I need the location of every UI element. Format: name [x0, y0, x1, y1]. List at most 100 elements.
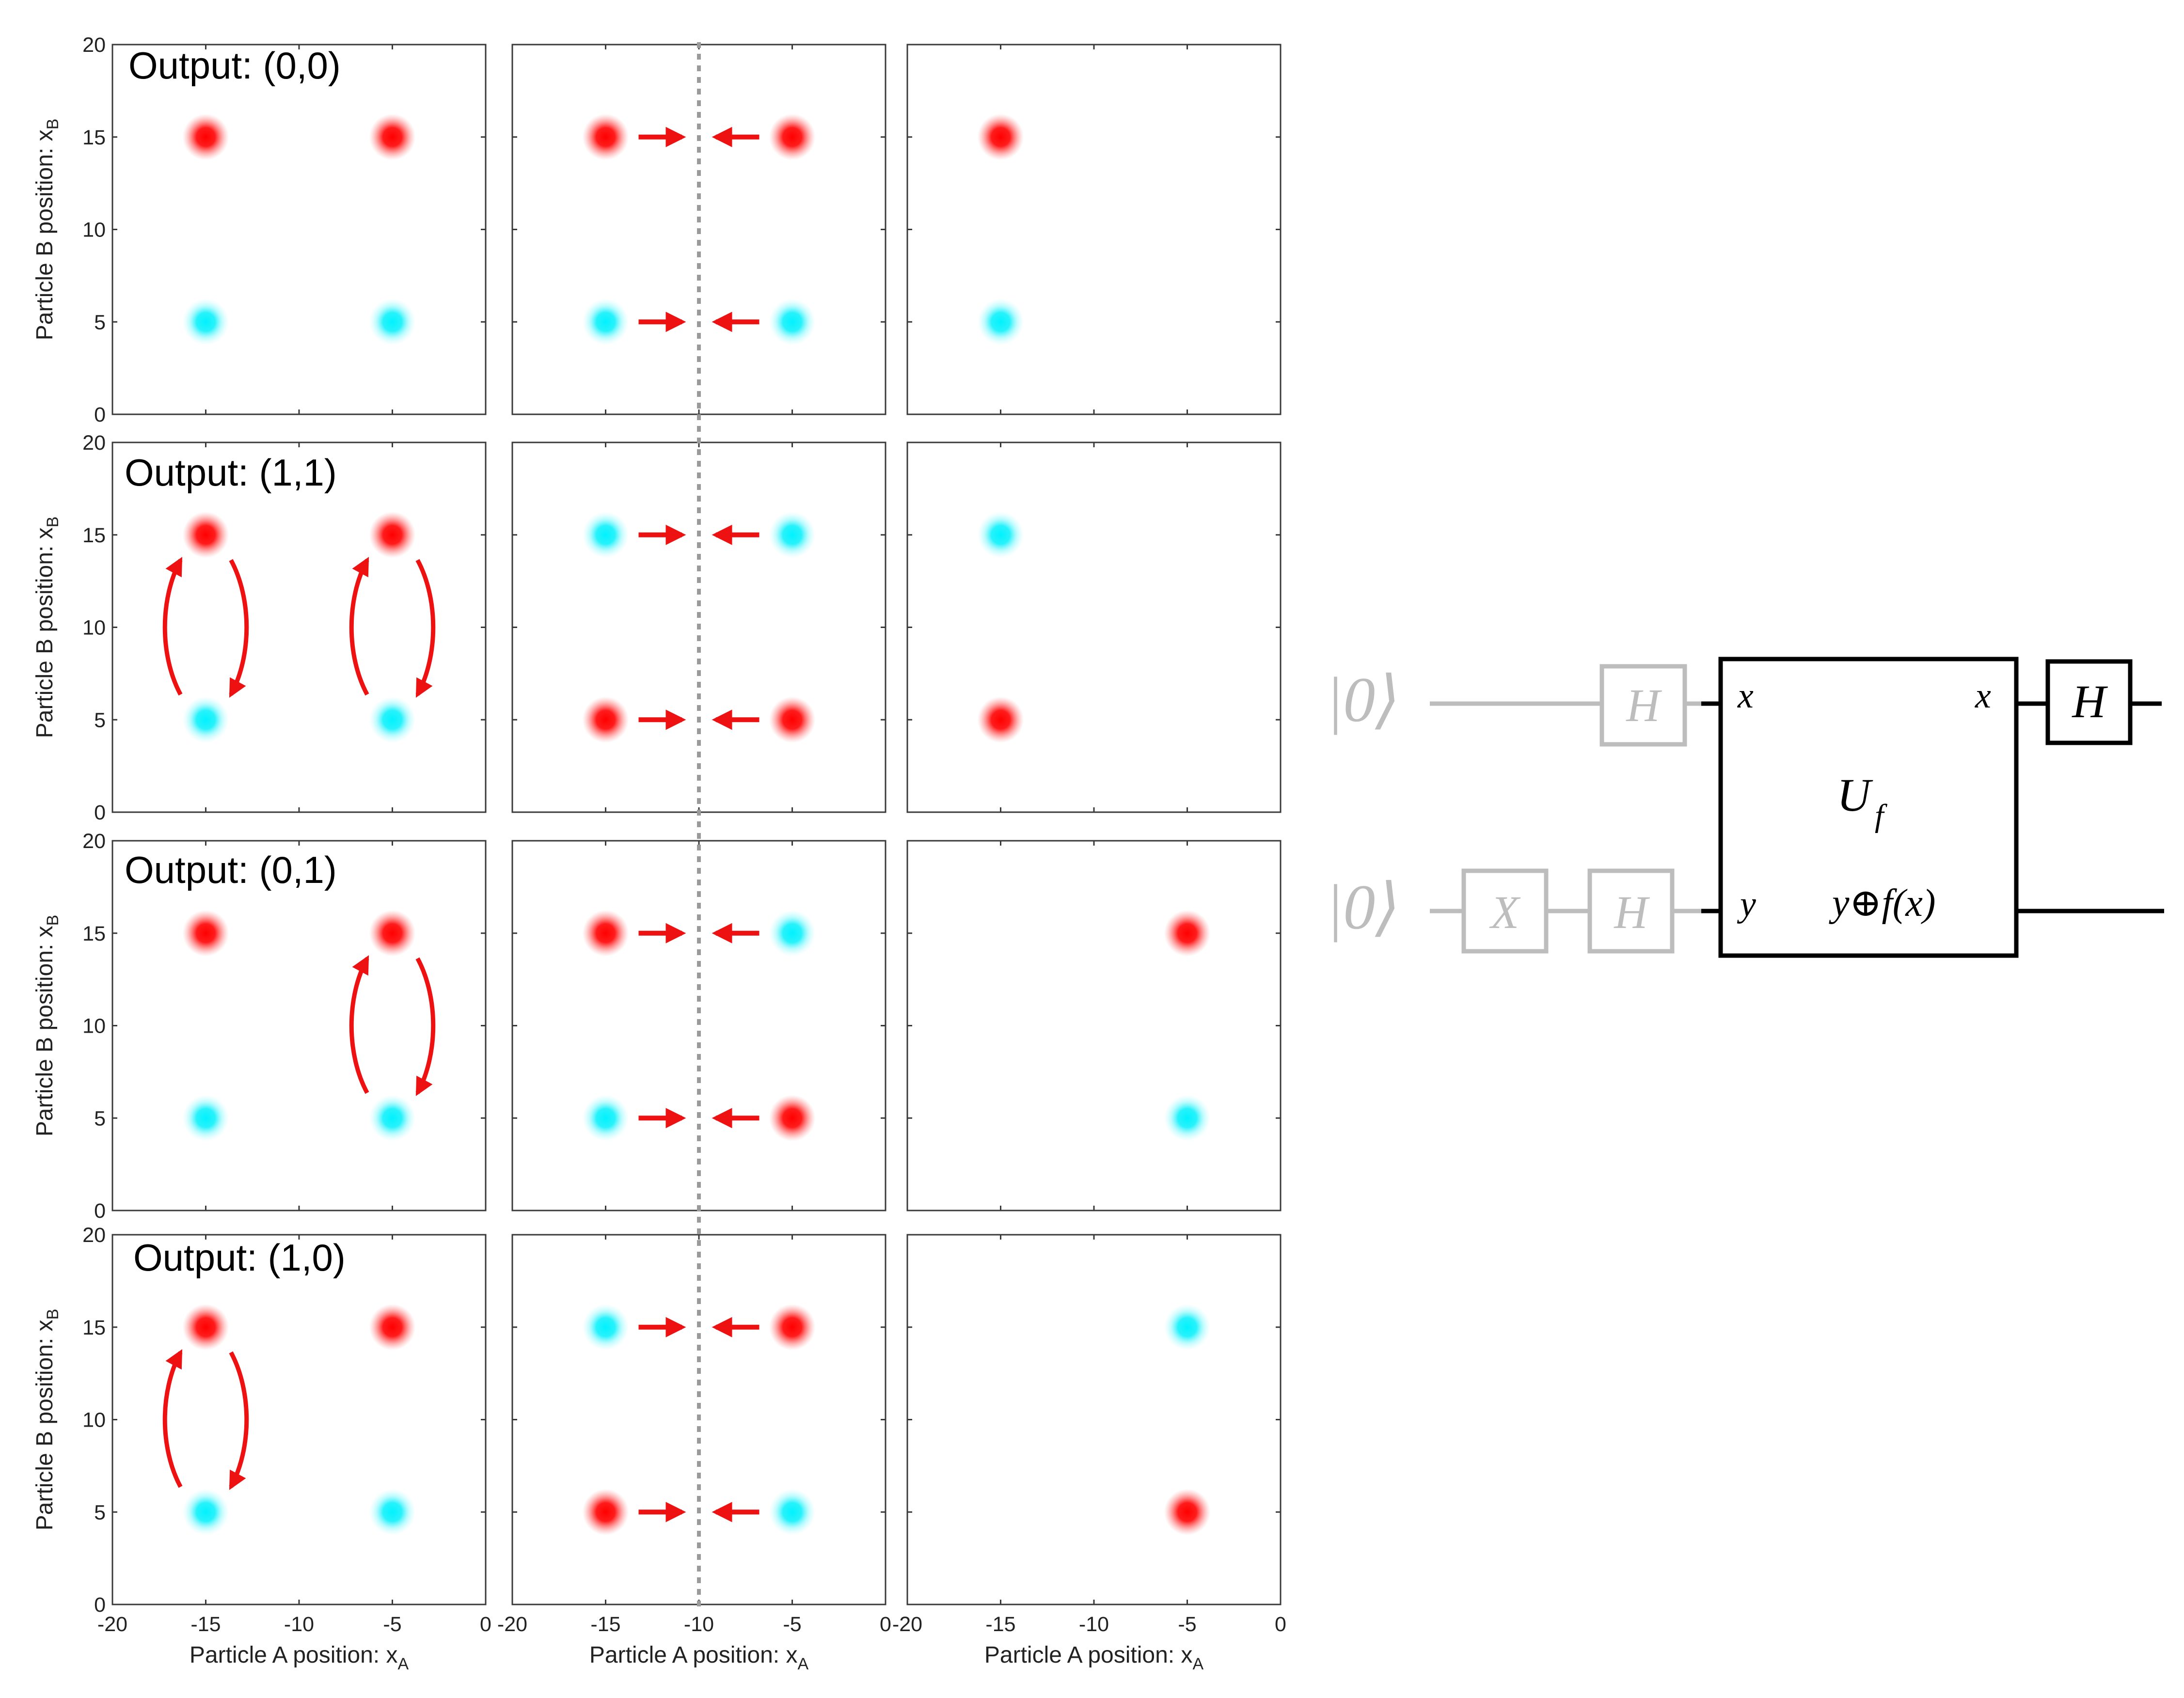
y-tick-label: 20	[82, 431, 106, 455]
ket-x-input: |0⟩	[1326, 664, 1400, 735]
x-tick-label: -15	[190, 1613, 221, 1636]
x-tick-label: -10	[684, 1613, 714, 1636]
gate-x-y-input-label: X	[1489, 886, 1521, 938]
swap-arc-down	[229, 559, 249, 698]
cyan-particle-spot	[977, 299, 1024, 346]
cyan-particle-spot	[369, 696, 416, 743]
panel-r3-c1	[111, 840, 487, 1211]
red-particle-spot	[582, 1489, 629, 1536]
panels-layer	[111, 44, 1282, 1605]
y-tick-label: 15	[82, 922, 106, 945]
y-axis-label: Particle B position: xB	[32, 119, 62, 341]
y-axis-label: Particle B position: xB	[32, 1309, 62, 1531]
red-particle-spot	[977, 113, 1024, 160]
panel-r3-c3	[906, 840, 1282, 1211]
red-particle-spot	[182, 511, 229, 558]
cyan-particle-spot	[582, 511, 629, 558]
panel-r4-c3	[906, 1234, 1282, 1605]
red-particle-spot	[769, 1095, 816, 1142]
x-tick-label: 0	[480, 1613, 491, 1636]
cyan-particle-spot	[769, 299, 816, 346]
x-axis-label: Particle A position: xA	[589, 1642, 809, 1673]
y-tick-label: 15	[82, 524, 106, 547]
cyan-particle-spot	[769, 910, 816, 957]
panel-r1-c1	[111, 44, 487, 415]
y-tick-label: 10	[82, 1015, 106, 1038]
gate-x-y-input	[1461, 868, 1549, 954]
x-tick-label: -5	[383, 1613, 401, 1636]
gate-h-y-input	[1587, 868, 1675, 954]
swap-arc-up	[162, 557, 183, 696]
red-particle-spot	[1164, 1489, 1211, 1536]
output-label-row-3: Output: (0,1)	[125, 849, 337, 891]
gate-h-x-input-label: H	[1625, 679, 1662, 731]
gate-h-y-input-label: H	[1613, 886, 1650, 938]
y-tick-label: 5	[94, 1107, 106, 1130]
red-particle-spot	[977, 696, 1024, 743]
red-particle-spot	[582, 696, 629, 743]
panel-frame	[111, 44, 487, 415]
red-particle-spot	[582, 910, 629, 957]
y-axis-label: Particle B position: xB	[32, 915, 62, 1137]
oracle-out-y: y⊕f(x)	[1829, 882, 1936, 925]
cyan-particle-spot	[769, 1489, 816, 1536]
oracle-uf-box	[1718, 657, 2019, 958]
quantum-circuit: |0⟩ |0⟩ H X H x x y y⊕f(x) U f H	[1326, 657, 2164, 958]
panel-frame	[906, 1234, 1282, 1605]
red-particle-spot	[369, 910, 416, 957]
cyan-particle-spot	[977, 511, 1024, 558]
red-particle-spot	[769, 1304, 816, 1351]
cyan-particle-spot	[182, 696, 229, 743]
panel-frame	[111, 840, 487, 1211]
red-particle-spot	[369, 113, 416, 160]
x-tick-label: -15	[590, 1613, 620, 1636]
red-particle-spot	[769, 113, 816, 160]
y-tick-label: 15	[82, 1316, 106, 1339]
red-particle-spot	[182, 910, 229, 957]
x-tick-label: -20	[97, 1613, 127, 1636]
cyan-particle-spot	[582, 1095, 629, 1142]
output-label-row-2: Output: (1,1)	[125, 451, 337, 494]
panel-r2-c1	[111, 441, 487, 813]
swap-arc-down	[415, 957, 436, 1096]
cyan-particle-spot	[1164, 1304, 1211, 1351]
gate-h-output	[2045, 659, 2133, 745]
cyan-particle-spot	[582, 1304, 629, 1351]
ket-y-input: |0⟩	[1326, 871, 1400, 943]
y-tick-label: 0	[94, 403, 106, 426]
swap-arc-down	[229, 1351, 249, 1490]
panel-frame	[111, 441, 487, 813]
oracle-label: U	[1837, 769, 1873, 821]
x-tick-label: -5	[783, 1613, 801, 1636]
cyan-particle-spot	[182, 1095, 229, 1142]
x-axis-label: Particle A position: xA	[984, 1642, 1204, 1673]
gate-h-output-label: H	[2071, 676, 2108, 727]
y-tick-label: 20	[82, 1224, 106, 1247]
cyan-particle-spot	[182, 299, 229, 346]
swap-arc-up	[162, 1349, 183, 1488]
cyan-particle-spot	[369, 1489, 416, 1536]
x-tick-label: 0	[1275, 1613, 1286, 1636]
panel-frame	[906, 840, 1282, 1211]
y-tick-label: 5	[94, 1501, 106, 1524]
oracle-out-x: x	[1975, 676, 1991, 716]
x-tick-label: -5	[1178, 1613, 1196, 1636]
swap-arc-down	[415, 559, 436, 698]
swap-arc-up	[349, 557, 369, 696]
red-particle-spot	[1164, 910, 1211, 957]
gate-h-x-input	[1599, 664, 1687, 747]
y-tick-label: 5	[94, 311, 106, 334]
cyan-particle-spot	[369, 1095, 416, 1142]
y-tick-label: 0	[94, 801, 106, 824]
swap-arc-up	[349, 955, 369, 1094]
y-tick-label: 0	[94, 1199, 106, 1223]
y-tick-label: 10	[82, 616, 106, 640]
panel-frame	[906, 44, 1282, 415]
oracle-in-x: x	[1737, 676, 1754, 716]
red-particle-spot	[369, 1304, 416, 1351]
oracle-in-y: y	[1737, 884, 1756, 924]
x-tick-label: 0	[880, 1613, 891, 1636]
x-tick-label: -20	[497, 1613, 527, 1636]
